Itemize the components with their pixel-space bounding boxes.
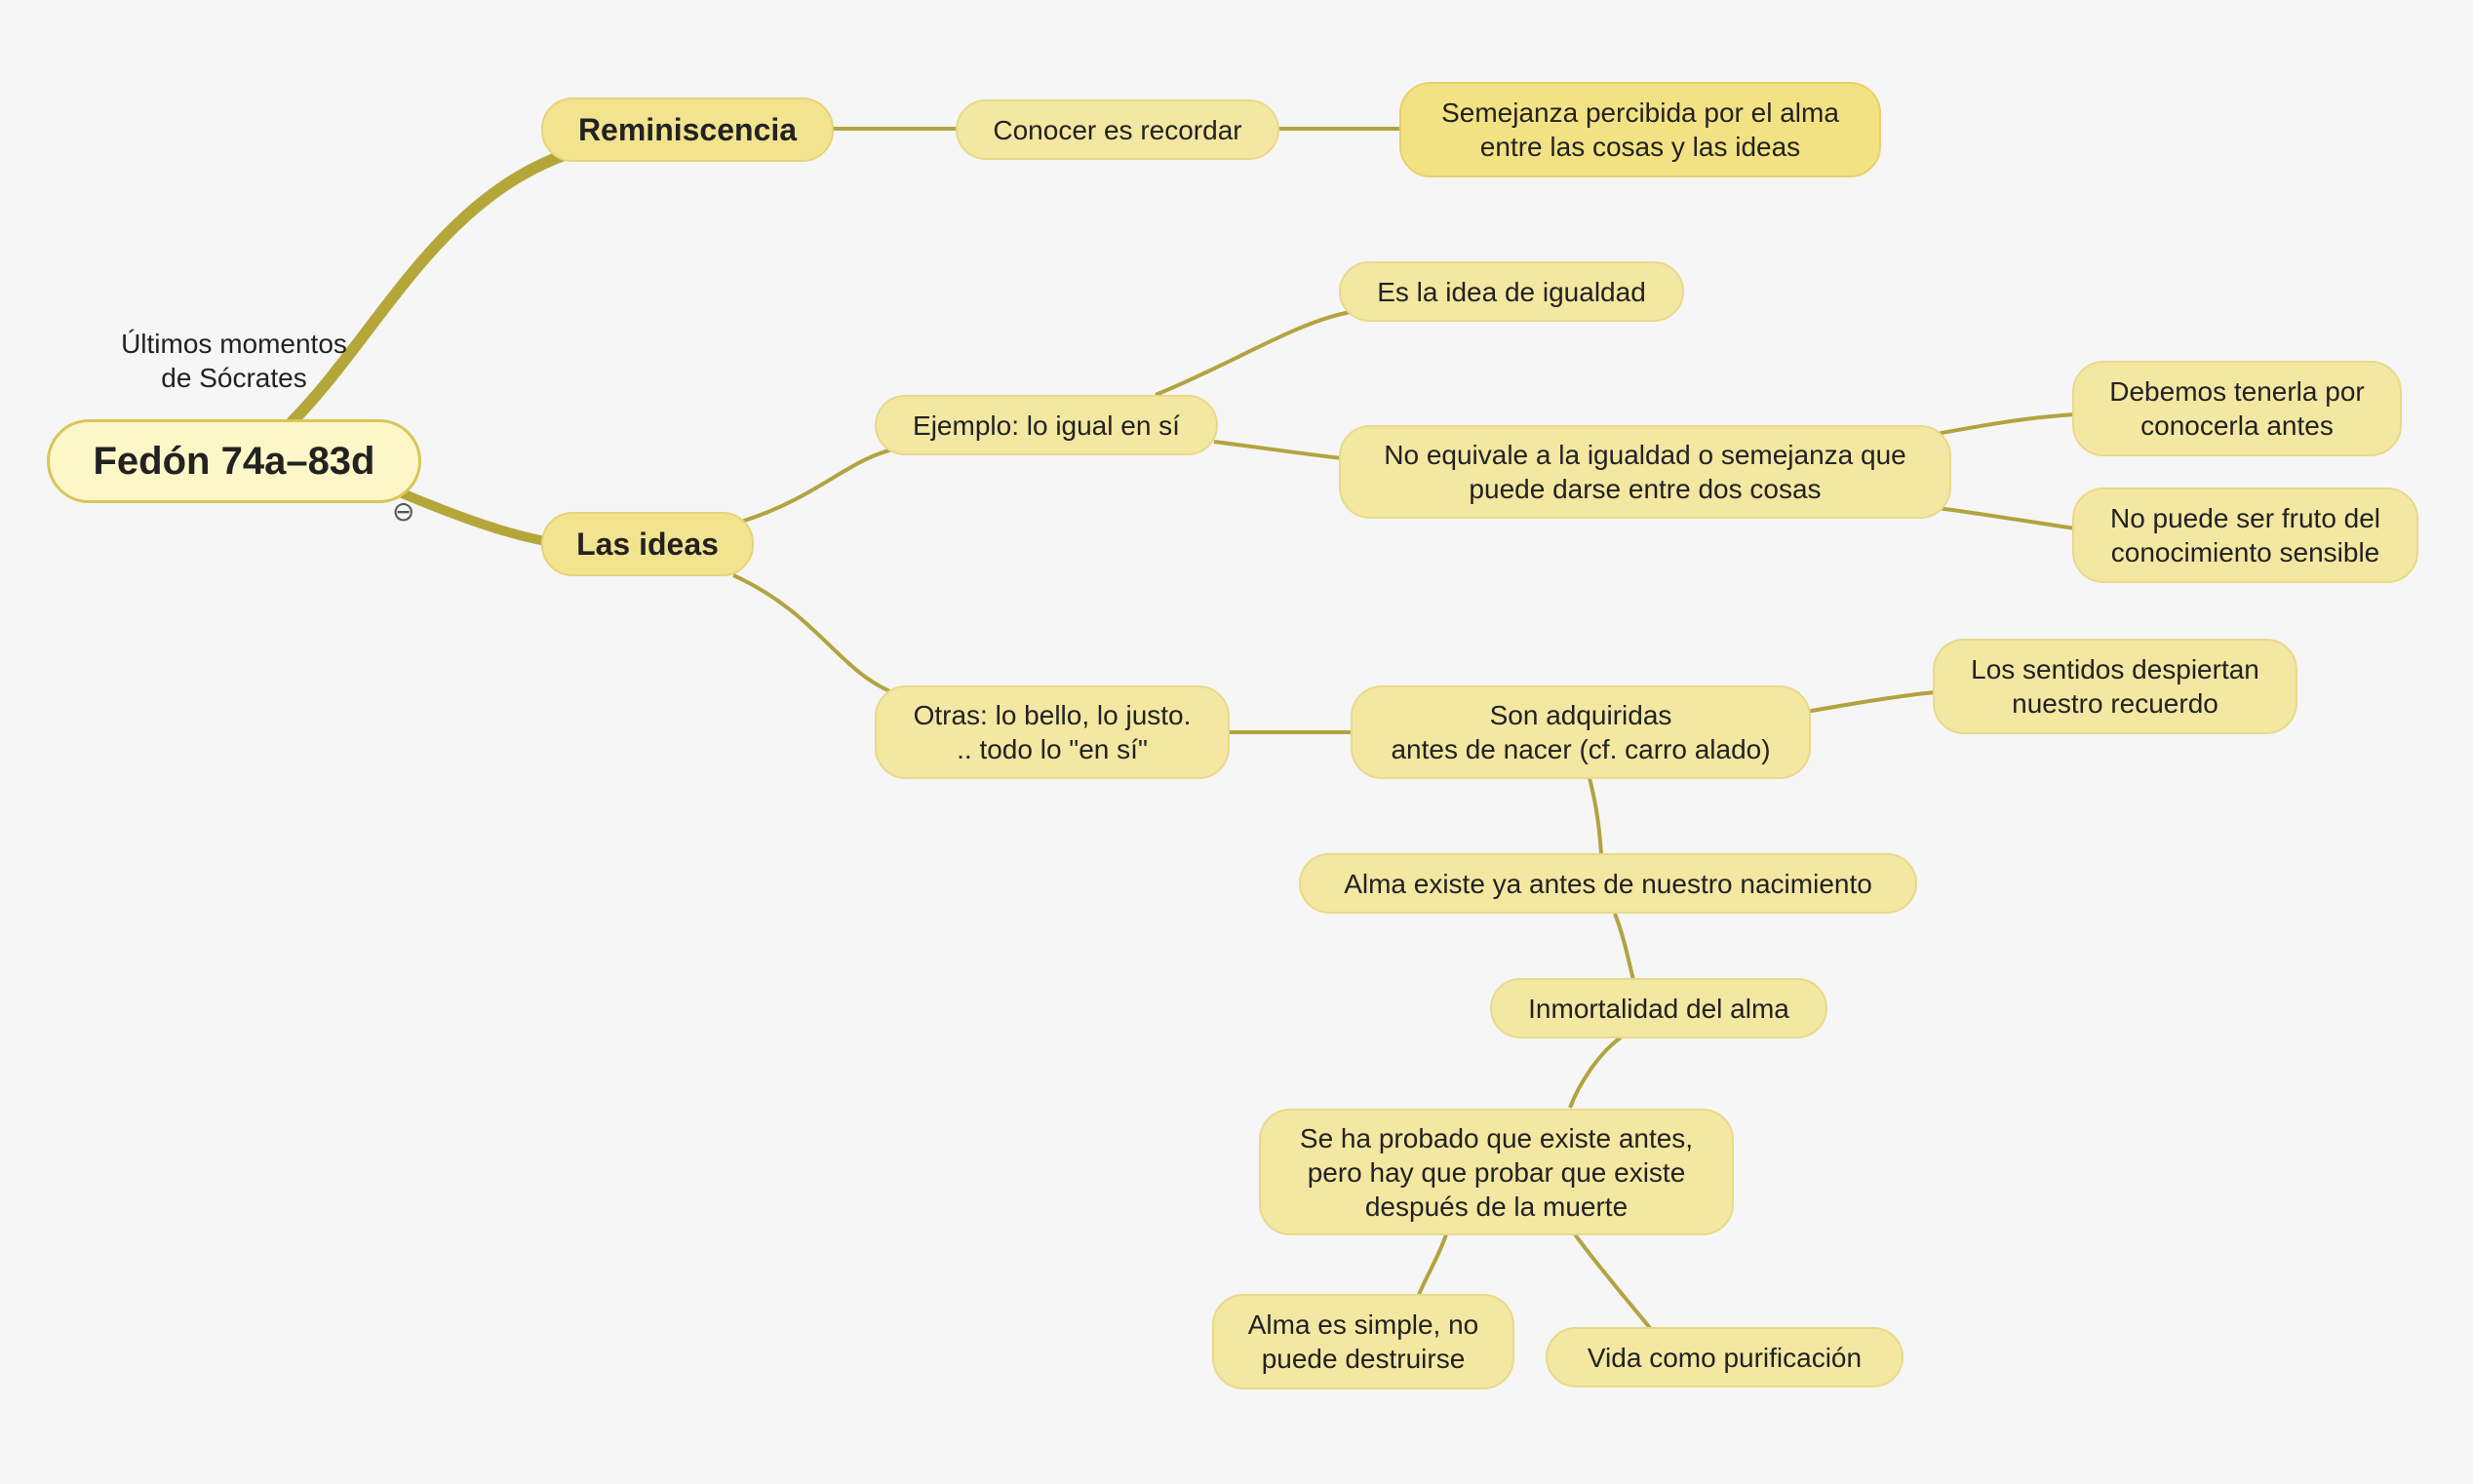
- node-otras-en-si[interactable]: Otras: lo bello, lo justo. .. todo lo "e…: [875, 685, 1230, 779]
- root-topic[interactable]: Fedón 74a–83d: [47, 419, 421, 503]
- node-se-ha-probado[interactable]: Se ha probado que existe antes, pero hay…: [1259, 1109, 1734, 1235]
- noequivale-to-debemos-line: [1930, 412, 2076, 437]
- node-ejemplo-igual[interactable]: Ejemplo: lo igual en sí: [875, 395, 1218, 455]
- node-no-equivale[interactable]: No equivale a la igualdad o semejanza qu…: [1339, 425, 1951, 519]
- ejemplo-to-noequivale-line: [1213, 440, 1343, 460]
- probado-to-purificacion-line: [1573, 1232, 1652, 1330]
- root-note: Últimos momentos de Sócrates: [121, 329, 347, 393]
- node-alma-existe-antes[interactable]: Alma existe ya antes de nuestro nacimien…: [1299, 853, 1917, 914]
- node-idea-igualdad[interactable]: Es la idea de igualdad: [1339, 261, 1684, 322]
- inmortalidad-to-probado-line: [1568, 1035, 1623, 1109]
- branch-reminiscencia[interactable]: Reminiscencia: [541, 98, 834, 162]
- noequivale-to-nofruto-line: [1930, 505, 2076, 530]
- node-no-fruto-sensible[interactable]: No puede ser fruto del conocimiento sens…: [2072, 488, 2418, 583]
- ideas-to-ejemplo-line: [740, 447, 898, 524]
- node-son-adquiridas[interactable]: Son adquiridas antes de nacer (cf. carro…: [1351, 685, 1811, 779]
- ideas-to-otras-line: [732, 573, 898, 696]
- root-to-reminiscencia-line: [287, 145, 581, 427]
- branch-las-ideas[interactable]: Las ideas: [541, 512, 754, 576]
- node-conocer-es-recordar[interactable]: Conocer es recordar: [956, 99, 1279, 160]
- adquiridas-to-almaexiste-line: [1588, 777, 1603, 854]
- node-sentidos-despiertan[interactable]: Los sentidos despiertan nuestro recuerdo: [1933, 639, 2297, 734]
- almaexiste-to-inmortalidad-line: [1613, 913, 1635, 981]
- node-vida-purificacion[interactable]: Vida como purificación: [1546, 1327, 1904, 1387]
- root-to-ideas-line: [395, 488, 551, 546]
- probado-to-simple-line: [1417, 1233, 1448, 1296]
- node-inmortalidad-alma[interactable]: Inmortalidad del alma: [1490, 978, 1827, 1038]
- node-semejanza-percibida[interactable]: Semejanza percibida por el alma entre la…: [1399, 82, 1881, 177]
- node-alma-simple[interactable]: Alma es simple, no puede destruirse: [1212, 1294, 1514, 1389]
- ejemplo-to-igualdad-line: [1155, 310, 1352, 397]
- node-debemos-tenerla[interactable]: Debemos tenerla por conocerla antes: [2072, 361, 2402, 456]
- adquiridas-to-sentidos-line: [1805, 690, 1937, 714]
- collapse-icon[interactable]: ⊖: [392, 495, 415, 527]
